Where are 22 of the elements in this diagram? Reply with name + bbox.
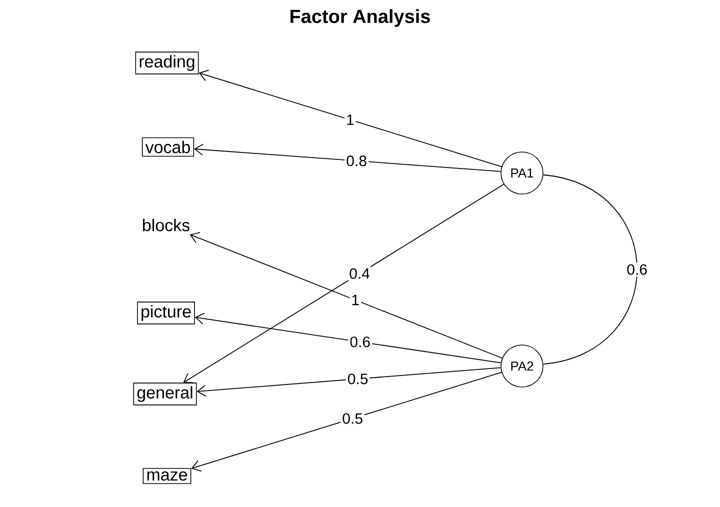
- arrow: [190, 232, 503, 359]
- variable-box: vocab: [142, 137, 194, 157]
- arrow: [196, 367, 502, 397]
- arrow: [194, 312, 502, 364]
- arrow: [191, 372, 502, 472]
- edge-label: 0.5: [340, 412, 365, 426]
- arrow: [194, 144, 502, 172]
- edge-label: 0.6: [625, 262, 649, 276]
- edge-label: 0.8: [344, 154, 368, 168]
- variable-box: maze: [142, 468, 192, 484]
- variable-box: general: [133, 382, 197, 406]
- edge-label: 0.5: [346, 372, 370, 386]
- edge-label: 0.6: [348, 335, 372, 349]
- variable-box: picture: [137, 302, 195, 324]
- title: Factor Analysis: [290, 9, 430, 27]
- edge-label: 1: [350, 293, 361, 307]
- arrow: [198, 70, 502, 168]
- edge-label: 0.4: [348, 266, 372, 280]
- variable-label: blocks: [143, 218, 190, 232]
- variable-box: reading: [135, 52, 199, 74]
- arrow: [183, 184, 504, 384]
- edge-label: 1: [344, 113, 356, 126]
